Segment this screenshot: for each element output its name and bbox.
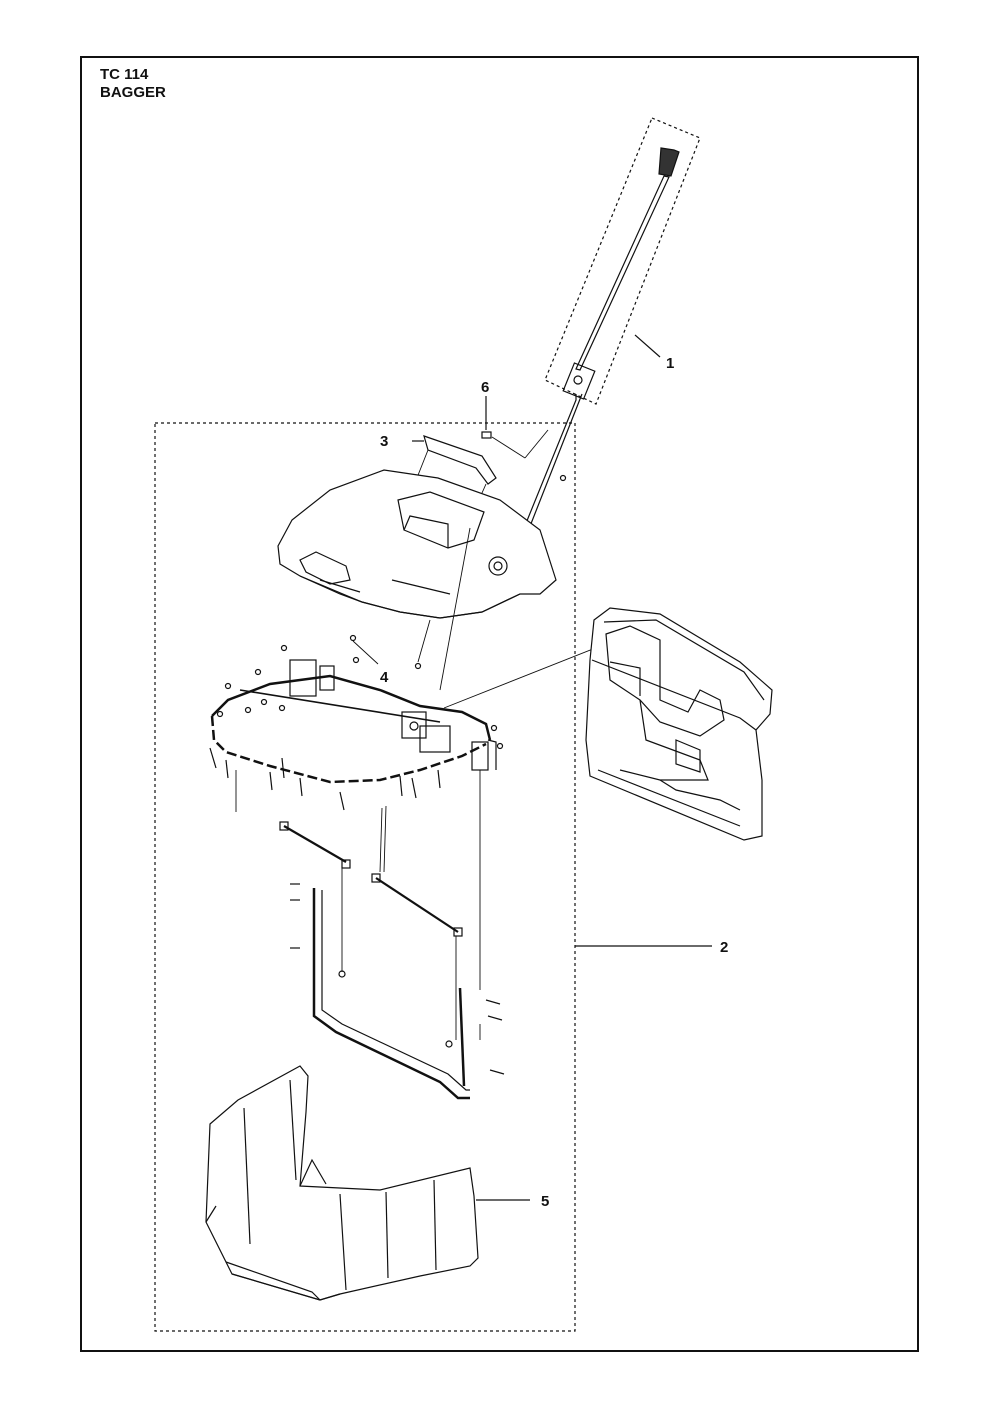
bagger-frame-assembly-box [154,422,576,1332]
drawing-frame [80,56,919,1352]
callout-4: 4 [380,669,389,686]
nut-part [349,619,431,670]
callout-2: 2 [720,939,728,956]
bagger-lid-part [277,469,557,691]
lower-frame-part [290,770,505,1100]
support-strut-part [235,770,463,937]
callout-3: 3 [380,433,388,450]
callout-1: 1 [666,355,674,372]
screw-part [481,396,567,482]
callout-6: 6 [481,379,489,396]
model-label: TC 114 [100,66,149,83]
callout-5: 5 [541,1193,549,1210]
handle-rod-part [506,117,701,573]
grass-bag-part [205,1065,530,1301]
back-plate-part [585,607,773,841]
section-label: BAGGER [100,84,166,101]
diagram-title: TC 114 BAGGER [100,66,166,102]
